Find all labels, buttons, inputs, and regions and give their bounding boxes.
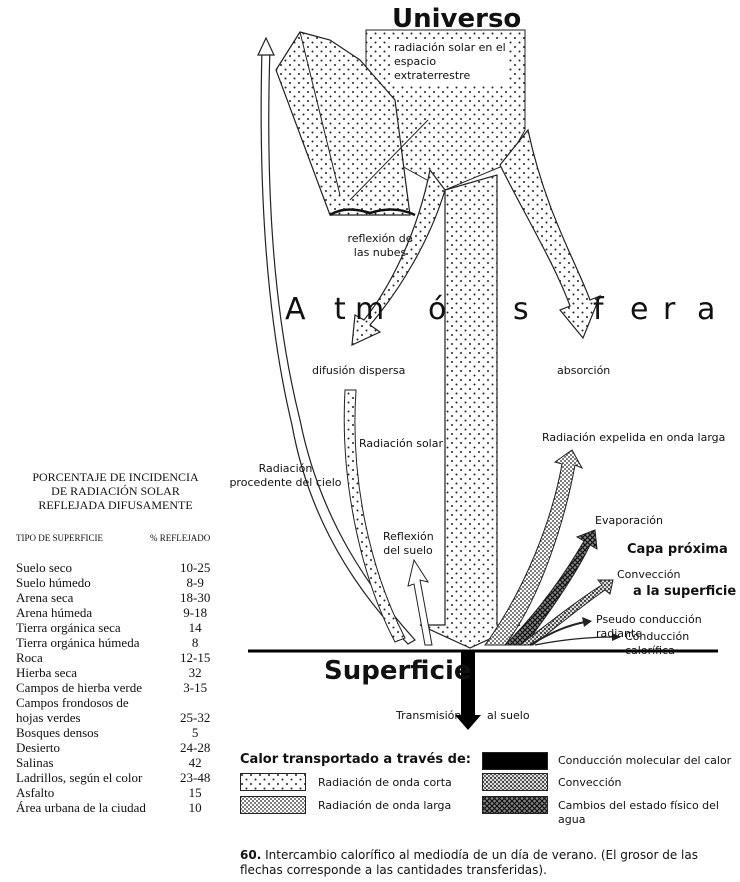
reflected-percent-cell: 10-25	[159, 560, 231, 575]
atmosphere-letter-7: e	[630, 292, 648, 327]
cloud-reflection-label: reflexión de las nubes	[340, 232, 420, 260]
surface-type-cell: Salinas	[16, 755, 159, 770]
surface-type-cell: Suelo seco	[16, 560, 159, 575]
legend-swatch-convection	[482, 773, 548, 791]
surface-type-cell: Campos frondosos de hojas verdes	[16, 695, 159, 725]
table-title-line-2: DE RADIACIÓN SOLAR	[8, 484, 223, 498]
surface-type-cell: Tierra orgánica seca	[16, 620, 159, 635]
legend-swatch-longwave	[240, 796, 306, 814]
space-radiation-label: radiación solar en el espacio extraterre…	[392, 40, 508, 84]
surface-type-cell: Arena húmeda	[16, 605, 159, 620]
legend-title: Calor transportado a través de:	[240, 752, 471, 767]
reflected-percent-cell: 9-18	[159, 605, 231, 620]
reflected-percent-cell: 8-9	[159, 575, 231, 590]
table-header-reflected: % REFLEJADO	[150, 533, 210, 543]
reflected-percent-cell: 10	[159, 800, 231, 815]
atmosphere-letter-1: A	[285, 292, 306, 327]
sky-radiation-label: Radiación procedente del cielo	[228, 462, 343, 490]
reflected-percent-cell: 12-15	[159, 650, 231, 665]
table-title-line-1: PORCENTAJE DE INCIDENCIA	[8, 470, 223, 484]
legend-swatch-molecular	[482, 752, 548, 770]
solar-radiation-label: Radiación solar	[359, 437, 443, 451]
universe-title: Universo	[392, 4, 521, 34]
figure-caption: 60. Intercambio calorífico al mediodía d…	[240, 848, 736, 878]
longwave-emission-label: Radiación expelida en onda larga	[542, 431, 725, 445]
near-layer-label-1: Capa próxima	[627, 542, 728, 557]
near-layer-label-2: a la superficie	[633, 584, 736, 599]
transmission-label-2: al suelo	[487, 709, 530, 723]
reflected-percent-cell: 25-32	[159, 695, 231, 725]
surface-type-cell: Tierra orgánica húmeda	[16, 635, 159, 650]
reflected-percent-cell: 15	[159, 785, 231, 800]
legend-label-convection: Convección	[558, 776, 622, 790]
surface-type-cell: Hierba seca	[16, 665, 159, 680]
surface-type-cell: Ladrillos, según el color	[16, 770, 159, 785]
diffusion-label: difusión dispersa	[312, 364, 405, 378]
evaporation-label: Evaporación	[595, 514, 663, 528]
legend-label-shortwave: Radiación de onda corta	[318, 776, 452, 790]
reflected-percent-cell: 42	[159, 755, 231, 770]
reflected-percent-cell: 24-28	[159, 740, 231, 755]
surface-type-cell: Campos de hierba verde	[16, 680, 159, 695]
convection-label: Convección	[617, 568, 681, 582]
table-title: PORCENTAJE DE INCIDENCIA DE RADIACIÓN SO…	[8, 470, 223, 512]
atmosphere-letter-9: a	[697, 292, 715, 327]
atmosphere-letter-4: ó	[428, 292, 446, 327]
atmosphere-letter-8: r	[663, 292, 675, 327]
reflected-percent-cell: 8	[159, 635, 231, 650]
atmosphere-letter-3: m	[355, 292, 384, 327]
legend-swatch-water-state	[482, 796, 548, 814]
atmosphere-letter-5: s	[513, 292, 529, 327]
surface-type-cell: Roca	[16, 650, 159, 665]
reflected-percent-cell: 32	[159, 665, 231, 680]
table-title-line-3: REFLEJADA DIFUSAMENTE	[8, 498, 223, 512]
surface-type-cell: Asfalto	[16, 785, 159, 800]
surface-type-cell: Suelo húmedo	[16, 575, 159, 590]
atmosphere-letter-2: t	[334, 292, 346, 327]
ground-reflection-arrow	[408, 560, 432, 645]
reflected-percent-cell: 18-30	[159, 590, 231, 605]
direct-solar-arrow	[420, 175, 520, 648]
legend-label-molecular: Conducción molecular del calor	[558, 754, 731, 768]
surface-type-cell: Área urbana de la ciudad	[16, 800, 159, 815]
surface-title: Superficie	[324, 656, 472, 686]
legend-label-water-state: Cambios del estado físico del agua	[558, 799, 740, 827]
heat-conduction-label: Conducción calorífica	[625, 630, 740, 658]
table-row: Bosques densos5	[16, 725, 231, 740]
reflected-percent-cell: 23-48	[159, 770, 231, 785]
absorption-label: absorción	[557, 364, 610, 378]
reflected-percent-cell: 5	[159, 725, 231, 740]
legend-swatch-shortwave	[240, 773, 306, 791]
surface-type-cell: Desierto	[16, 740, 159, 755]
caption-number: 60.	[240, 848, 261, 862]
table-header-surface: TIPO DE SUPERFICIE	[16, 533, 103, 543]
reflected-percent-cell: 14	[159, 620, 231, 635]
caption-text: Intercambio calorífico al mediodía de un…	[240, 848, 698, 877]
surface-type-cell: Bosques densos	[16, 725, 159, 740]
legend-label-longwave: Radiación de onda larga	[318, 799, 451, 813]
atmosphere-letter-6: f	[593, 292, 604, 327]
transmission-label-1: Transmisión	[396, 709, 461, 723]
table-row: Tierra orgánica seca14	[16, 620, 231, 635]
reflected-percent-cell: 3-15	[159, 680, 231, 695]
ground-reflection-label: Reflexión del suelo	[383, 530, 433, 558]
surface-type-cell: Arena seca	[16, 590, 159, 605]
